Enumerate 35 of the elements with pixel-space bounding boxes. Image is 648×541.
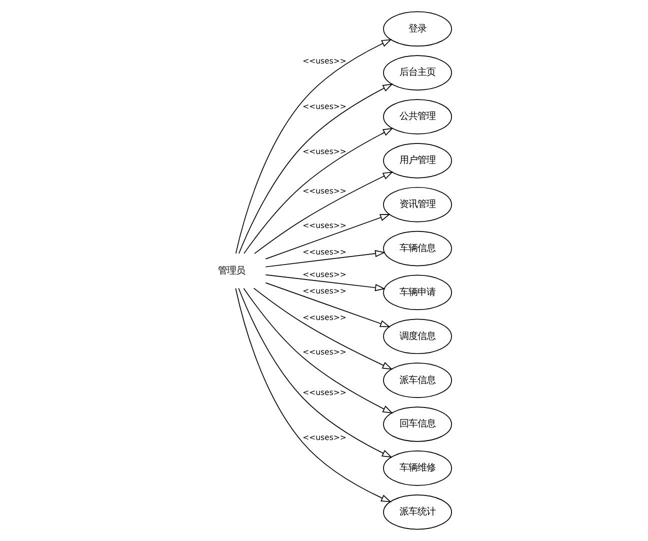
- arrow: [264, 250, 385, 268]
- node-ellipse: 登录: [382, 11, 452, 47]
- edge-label: <<uses>>: [302, 286, 346, 296]
- node-ellipse: 车辆信息: [382, 230, 452, 266]
- node-ellipse: 派车信息: [382, 362, 452, 398]
- arrow: [254, 172, 393, 254]
- node-ellipse: 公共管理: [382, 99, 452, 134]
- edge-label: <<uses>>: [302, 56, 346, 66]
- arrow: [234, 39, 392, 254]
- arrow: [238, 288, 392, 458]
- arrow: [238, 84, 393, 254]
- arrow: [252, 288, 392, 370]
- edge-label: <<uses>>: [302, 348, 346, 357]
- arrow: [264, 214, 390, 260]
- edge-label: <<uses>>: [302, 146, 346, 156]
- edge-label: <<uses>>: [302, 313, 346, 322]
- arrow: [242, 288, 393, 414]
- edge-label: <<uses>>: [302, 102, 346, 112]
- edge-label: <<uses>>: [302, 432, 346, 442]
- arrow: [243, 128, 393, 254]
- edge-label: <<uses>>: [302, 248, 346, 257]
- node-ellipse: 后台主页: [382, 55, 452, 90]
- edge-label: <<uses>>: [302, 221, 346, 230]
- edge-label: <<uses>>: [302, 270, 346, 280]
- edge-label: <<uses>>: [302, 388, 346, 398]
- arrow: [264, 274, 385, 292]
- edge-label: <<uses>>: [302, 186, 346, 196]
- node-ellipse: 车辆申请: [382, 274, 452, 310]
- node-text: 管理员: [217, 265, 244, 276]
- arrow: [264, 282, 390, 328]
- node-ellipse: 资讯管理: [382, 186, 452, 222]
- arrow: [234, 288, 391, 502]
- node-ellipse: 派车统计: [382, 494, 452, 530]
- node-ellipse: 调度信息: [382, 318, 452, 354]
- node-ellipse: 车辆维修: [382, 450, 452, 486]
